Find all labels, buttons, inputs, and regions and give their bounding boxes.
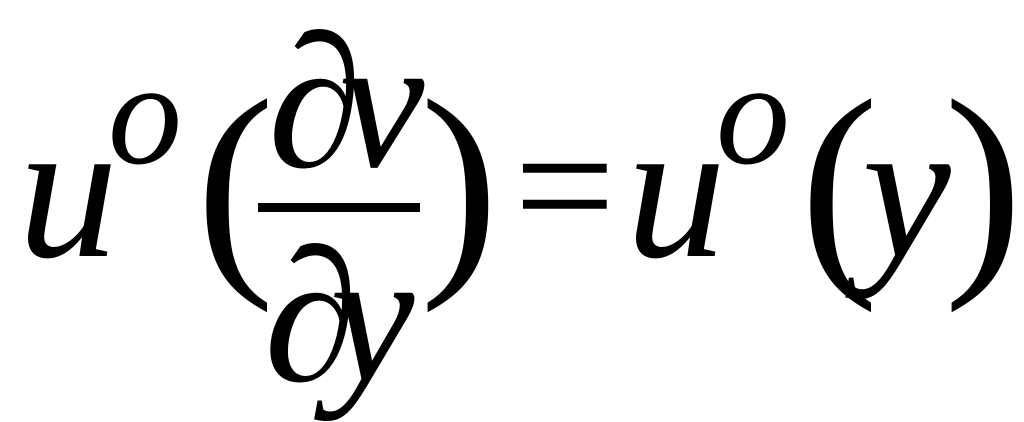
- denominator-partial: ∂: [264, 212, 358, 422]
- rhs-argument-y: y: [862, 79, 951, 300]
- fraction-bar: [258, 203, 420, 212]
- lhs-close-paren: ): [420, 53, 499, 314]
- rhs-superscript-o: o: [716, 32, 790, 196]
- lhs-superscript-o: o: [108, 32, 182, 196]
- lhs-open-paren: (: [196, 53, 275, 314]
- equals-sign: =: [514, 86, 616, 285]
- numerator-partial: ∂: [268, 0, 362, 208]
- denominator-variable-y: y: [330, 212, 415, 422]
- rhs-open-paren: (: [800, 53, 879, 314]
- rhs-close-paren: ): [944, 53, 1023, 314]
- numerator-variable-v: v: [340, 0, 425, 208]
- rhs-base-u: u: [626, 79, 726, 300]
- lhs-base-u: u: [18, 79, 118, 300]
